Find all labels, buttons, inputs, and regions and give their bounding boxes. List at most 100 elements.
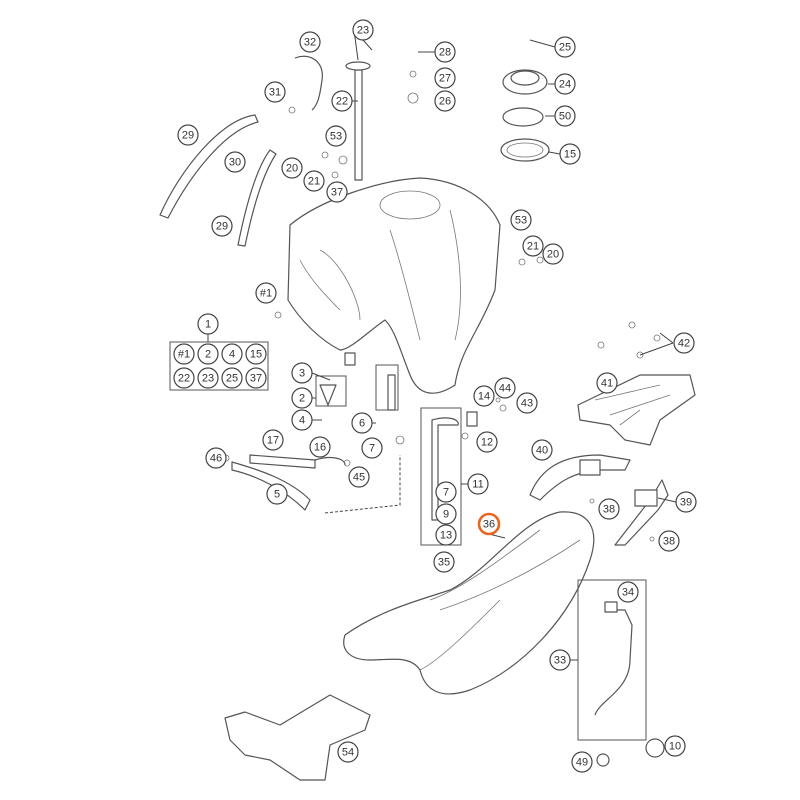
callout[interactable]: 23 — [197, 367, 219, 389]
callout[interactable]: 53 — [510, 209, 532, 231]
callout-circle — [331, 90, 353, 112]
callout-number: 14 — [478, 391, 490, 403]
callout-circle — [326, 181, 348, 203]
callout[interactable]: 2 — [291, 387, 313, 409]
callout[interactable]: 21 — [522, 235, 544, 257]
callout[interactable]: 50 — [554, 105, 576, 127]
callout[interactable]: 4 — [221, 343, 243, 365]
callout-circle — [291, 362, 313, 384]
callout[interactable]: 44 — [494, 377, 516, 399]
callout[interactable]: 37 — [326, 181, 348, 203]
callout[interactable]: 35 — [433, 551, 455, 573]
callout[interactable]: 23 — [352, 19, 374, 41]
callout[interactable]: 29 — [211, 215, 233, 237]
callout[interactable]: 33 — [549, 649, 571, 671]
callout-number: 38 — [603, 504, 615, 516]
callout-number: 2 — [205, 349, 211, 361]
callout[interactable]: 30 — [224, 151, 246, 173]
callout[interactable]: 17 — [262, 429, 284, 451]
callout-circle — [434, 90, 456, 112]
callout[interactable]: 7 — [435, 481, 457, 503]
callout[interactable]: 14 — [473, 385, 495, 407]
callout-circle — [549, 649, 571, 671]
callout-highlighted[interactable]: 36 — [477, 512, 501, 536]
callout-number: 25 — [559, 42, 571, 54]
callout-number: 45 — [353, 472, 365, 484]
callout[interactable]: 15 — [245, 343, 267, 365]
callout-number: 46 — [210, 453, 222, 465]
callout-number: 25 — [226, 373, 238, 385]
callout[interactable]: 10 — [664, 735, 686, 757]
callout-number: 37 — [250, 373, 262, 385]
callout[interactable]: 38 — [658, 530, 680, 552]
callout[interactable]: 15 — [559, 143, 581, 165]
callout[interactable]: 2 — [197, 343, 219, 365]
callout-number: 22 — [178, 373, 190, 385]
callout[interactable]: 53 — [325, 125, 347, 147]
callout[interactable]: 37 — [245, 367, 267, 389]
callout[interactable]: 11 — [467, 473, 489, 495]
callout[interactable]: 43 — [516, 392, 538, 414]
callout[interactable]: 26 — [434, 90, 456, 112]
callout[interactable]: 4 — [291, 409, 313, 431]
callout[interactable]: 3 — [291, 362, 313, 384]
callout-number: 7 — [369, 443, 375, 455]
callout[interactable]: 29 — [177, 124, 199, 146]
callout[interactable]: 41 — [596, 372, 618, 394]
callout[interactable]: 25 — [221, 367, 243, 389]
callout[interactable]: 42 — [673, 332, 695, 354]
callout[interactable]: 45 — [348, 466, 370, 488]
callout[interactable]: #1 — [255, 282, 277, 304]
callout[interactable]: 12 — [476, 431, 498, 453]
callout[interactable]: 24 — [554, 73, 576, 95]
callout-number: 28 — [439, 47, 451, 59]
callout[interactable]: #1 — [173, 343, 195, 365]
callout-circle — [173, 367, 195, 389]
callout-number: 30 — [229, 157, 241, 169]
callout-circle — [598, 498, 620, 520]
callout-number: 17 — [267, 435, 279, 447]
callout[interactable]: 54 — [337, 741, 359, 763]
callout-circle — [211, 215, 233, 237]
callout[interactable]: 25 — [554, 36, 576, 58]
callout[interactable]: 27 — [434, 67, 456, 89]
callout[interactable]: 34 — [617, 581, 639, 603]
callout[interactable]: 40 — [531, 439, 553, 461]
callout[interactable]: 20 — [542, 243, 564, 265]
callout-number: 7 — [443, 487, 449, 499]
callout-number: 2 — [299, 393, 305, 405]
callout-circle — [291, 409, 313, 431]
callout[interactable]: 22 — [173, 367, 195, 389]
callout[interactable]: 31 — [264, 81, 286, 103]
callout-circle — [473, 385, 495, 407]
callout-number: 39 — [680, 497, 692, 509]
callout[interactable]: 13 — [435, 524, 457, 546]
callout-number: 29 — [216, 221, 228, 233]
callout-number: 40 — [536, 445, 548, 457]
callout[interactable]: 46 — [205, 447, 227, 469]
callout[interactable]: 6 — [351, 412, 373, 434]
callout[interactable]: 7 — [361, 437, 383, 459]
callout[interactable]: 22 — [331, 90, 353, 112]
callout[interactable]: 21 — [303, 170, 325, 192]
callout[interactable]: 32 — [299, 31, 321, 53]
callout[interactable]: 38 — [598, 498, 620, 520]
callout-circle — [617, 581, 639, 603]
callout[interactable]: 20 — [281, 157, 303, 179]
callout-number: 38 — [663, 536, 675, 548]
callout[interactable]: 28 — [434, 41, 456, 63]
callout-circle — [554, 36, 576, 58]
callout-number: 15 — [250, 349, 262, 361]
callout[interactable]: 9 — [435, 503, 457, 525]
callout[interactable]: 49 — [571, 751, 593, 773]
callout-number: 53 — [330, 131, 342, 143]
callout[interactable]: 1 — [197, 313, 219, 335]
callout-circle — [224, 151, 246, 173]
callout[interactable]: 39 — [675, 491, 697, 513]
callout[interactable]: 5 — [266, 483, 288, 505]
callout-number: 34 — [622, 587, 634, 599]
callout[interactable]: 16 — [309, 436, 331, 458]
callout-number: 33 — [554, 655, 566, 667]
